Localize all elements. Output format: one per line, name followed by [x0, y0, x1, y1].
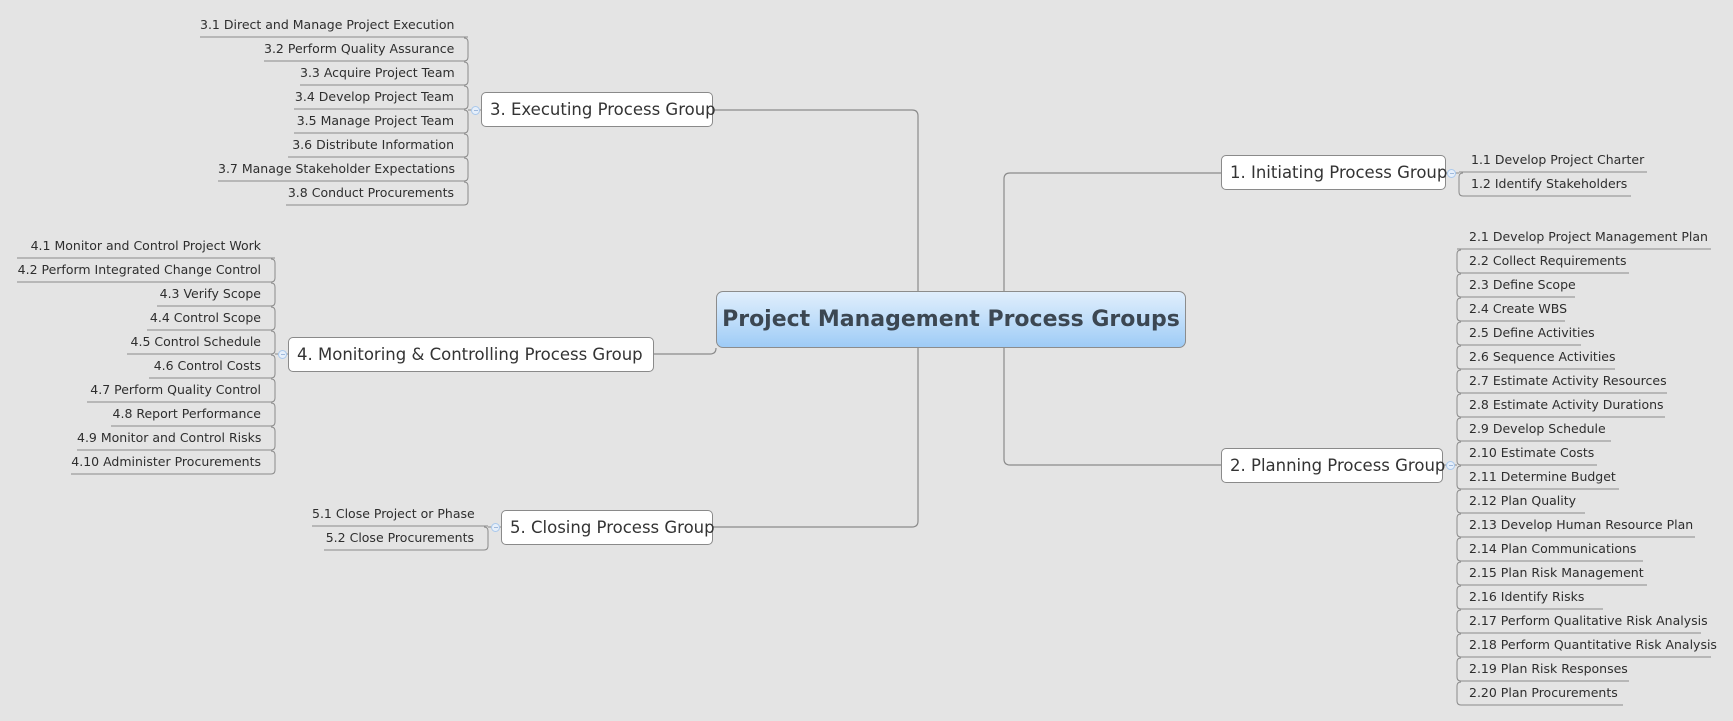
subtopic-planning[interactable]: 2.6 Sequence Activities [1469, 349, 1616, 364]
subtopic-initiating[interactable]: 1.2 Identify Stakeholders [1471, 176, 1628, 191]
subtopic-planning[interactable]: 2.1 Develop Project Management Plan [1469, 229, 1708, 244]
subtopic-planning[interactable]: 2.19 Plan Risk Responses [1469, 661, 1628, 676]
subtopic-planning[interactable]: 2.16 Identify Risks [1469, 589, 1585, 604]
subtopic-monitoring[interactable]: 4.10 Administer Procurements [71, 454, 261, 469]
subtopic-planning[interactable]: 2.9 Develop Schedule [1469, 421, 1606, 436]
subtopic-planning[interactable]: 2.15 Plan Risk Management [1469, 565, 1644, 580]
topic-executing[interactable]: 3. Executing Process Group [481, 92, 716, 127]
topic-initiating[interactable]: 1. Initiating Process Group [1221, 155, 1447, 190]
subtopic-planning[interactable]: 2.4 Create WBS [1469, 301, 1568, 316]
topic-monitoring-controlling[interactable]: 4. Monitoring & Controlling Process Grou… [288, 337, 654, 372]
subtopic-planning[interactable]: 2.7 Estimate Activity Resources [1469, 373, 1667, 388]
subtopic-monitoring[interactable]: 4.9 Monitor and Control Risks [77, 430, 262, 445]
subtopic-executing[interactable]: 3.6 Distribute Information [292, 137, 454, 152]
subtopic-monitoring[interactable]: 4.5 Control Schedule [130, 334, 261, 349]
subtopic-executing[interactable]: 3.2 Perform Quality Assurance [264, 41, 455, 56]
subtopic-planning[interactable]: 2.18 Perform Quantitative Risk Analysis [1469, 637, 1717, 652]
subtopic-monitoring[interactable]: 4.7 Perform Quality Control [90, 382, 261, 397]
subtopic-executing[interactable]: 3.4 Develop Project Team [294, 89, 454, 104]
subtopic-initiating[interactable]: 1.1 Develop Project Charter [1471, 152, 1645, 167]
subtopic-planning[interactable]: 2.12 Plan Quality [1469, 493, 1577, 508]
subtopic-executing[interactable]: 3.7 Manage Stakeholder Expectations [218, 161, 456, 176]
subtopic-planning[interactable]: 2.2 Collect Requirements [1469, 253, 1627, 268]
subtopic-closing[interactable]: 5.2 Close Procurements [325, 530, 474, 545]
topic-closing[interactable]: 5. Closing Process Group [501, 510, 715, 545]
subtopic-executing[interactable]: 3.8 Conduct Procurements [287, 185, 454, 200]
subtopic-planning[interactable]: 2.13 Develop Human Resource Plan [1469, 517, 1694, 532]
subtopic-monitoring[interactable]: 4.4 Control Scope [149, 310, 261, 325]
subtopic-planning[interactable]: 2.17 Perform Qualitative Risk Analysis [1469, 613, 1708, 628]
subtopic-planning[interactable]: 2.8 Estimate Activity Durations [1469, 397, 1664, 412]
subtopic-planning[interactable]: 2.5 Define Activities [1469, 325, 1595, 340]
subtopic-executing[interactable]: 3.3 Acquire Project Team [300, 65, 455, 80]
collapse-toggle-icon[interactable] [1446, 461, 1455, 470]
subtopic-planning[interactable]: 2.14 Plan Communications [1469, 541, 1637, 556]
collapse-toggle-icon[interactable] [278, 350, 287, 359]
collapse-toggle-icon[interactable] [491, 523, 500, 532]
subtopic-planning[interactable]: 2.20 Plan Procurements [1469, 685, 1618, 700]
collapse-toggle-icon[interactable] [471, 106, 480, 115]
subtopic-executing[interactable]: 3.1 Direct and Manage Project Execution [200, 17, 455, 32]
subtopic-executing[interactable]: 3.5 Manage Project Team [296, 113, 454, 128]
subtopic-monitoring[interactable]: 4.6 Control Costs [153, 358, 261, 373]
subtopic-monitoring[interactable]: 4.8 Report Performance [112, 406, 261, 421]
subtopic-closing[interactable]: 5.1 Close Project or Phase [312, 506, 475, 521]
subtopic-monitoring[interactable]: 4.2 Perform Integrated Change Control [17, 262, 261, 277]
collapse-toggle-icon[interactable] [1447, 169, 1456, 178]
topic-planning[interactable]: 2. Planning Process Group [1221, 448, 1445, 483]
subtopic-monitoring[interactable]: 4.3 Verify Scope [159, 286, 261, 301]
subtopic-monitoring[interactable]: 4.1 Monitor and Control Project Work [30, 238, 261, 253]
subtopic-planning[interactable]: 2.11 Determine Budget [1469, 469, 1616, 484]
subtopic-planning[interactable]: 2.10 Estimate Costs [1469, 445, 1595, 460]
central-topic[interactable]: Project Management Process Groups [716, 291, 1186, 348]
subtopic-planning[interactable]: 2.3 Define Scope [1469, 277, 1576, 292]
